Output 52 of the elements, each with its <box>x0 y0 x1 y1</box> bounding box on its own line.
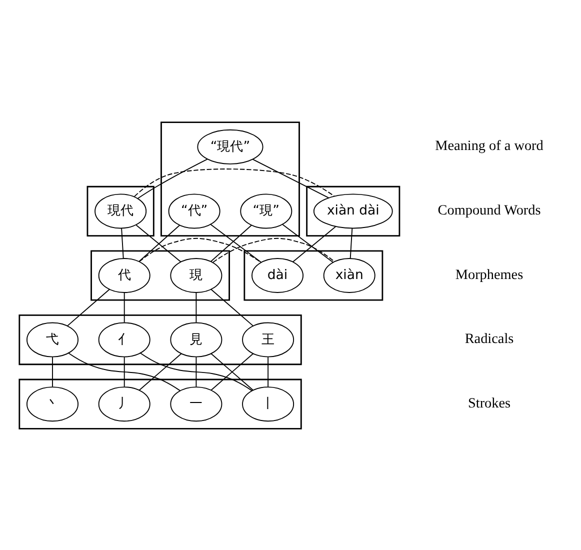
connector <box>210 224 262 262</box>
connector <box>350 227 353 258</box>
node-ellipse: 代 <box>98 258 150 292</box>
connector <box>68 352 181 391</box>
cluster <box>160 121 300 236</box>
cluster <box>18 314 302 365</box>
connector <box>196 356 197 387</box>
connector <box>210 288 254 326</box>
connector <box>124 292 125 322</box>
label: Compound Words <box>438 202 541 218</box>
cluster <box>306 185 400 236</box>
node-ellipse: dài <box>252 258 304 292</box>
node-ellipse: 王 <box>242 322 294 357</box>
node-ellipse: 現 <box>170 258 222 292</box>
connector <box>138 237 262 262</box>
label: Morphemes <box>455 266 524 282</box>
connector <box>134 168 335 196</box>
connector <box>137 158 208 198</box>
connector <box>138 352 182 390</box>
connector <box>210 224 252 262</box>
connector <box>282 224 334 262</box>
label: Meaning of a word <box>435 138 544 154</box>
connector <box>121 227 124 258</box>
node-ellipse: xiàn dài <box>313 193 393 228</box>
node-ellipse: “現” <box>240 193 292 228</box>
connector <box>252 158 330 198</box>
node-ellipse: 丿 <box>98 386 150 422</box>
connector <box>210 352 254 390</box>
connector <box>52 356 53 387</box>
cluster <box>18 378 302 429</box>
connector <box>140 352 252 391</box>
connector <box>124 356 125 387</box>
label: Radicals <box>464 330 514 347</box>
node-ellipse: 一 <box>170 386 222 422</box>
node-ellipse: 丶 <box>26 386 78 422</box>
cluster <box>86 185 154 236</box>
node-ellipse: 弋 <box>26 322 78 357</box>
node-ellipse: xiàn <box>323 258 376 292</box>
connector <box>212 237 335 262</box>
label: Strokes <box>468 394 511 411</box>
node-ellipse: “現代” <box>197 128 264 164</box>
cluster <box>90 250 230 300</box>
connector <box>66 288 110 326</box>
node-ellipse: 亻 <box>98 322 150 357</box>
node-ellipse: 丨 <box>242 386 294 422</box>
connector <box>196 292 197 322</box>
connector <box>292 226 336 262</box>
node-ellipse: “代” <box>168 193 220 228</box>
node-ellipse: 現代 <box>94 193 147 228</box>
node-ellipse: 見 <box>170 322 222 357</box>
cluster <box>244 250 384 300</box>
connector <box>268 356 269 387</box>
